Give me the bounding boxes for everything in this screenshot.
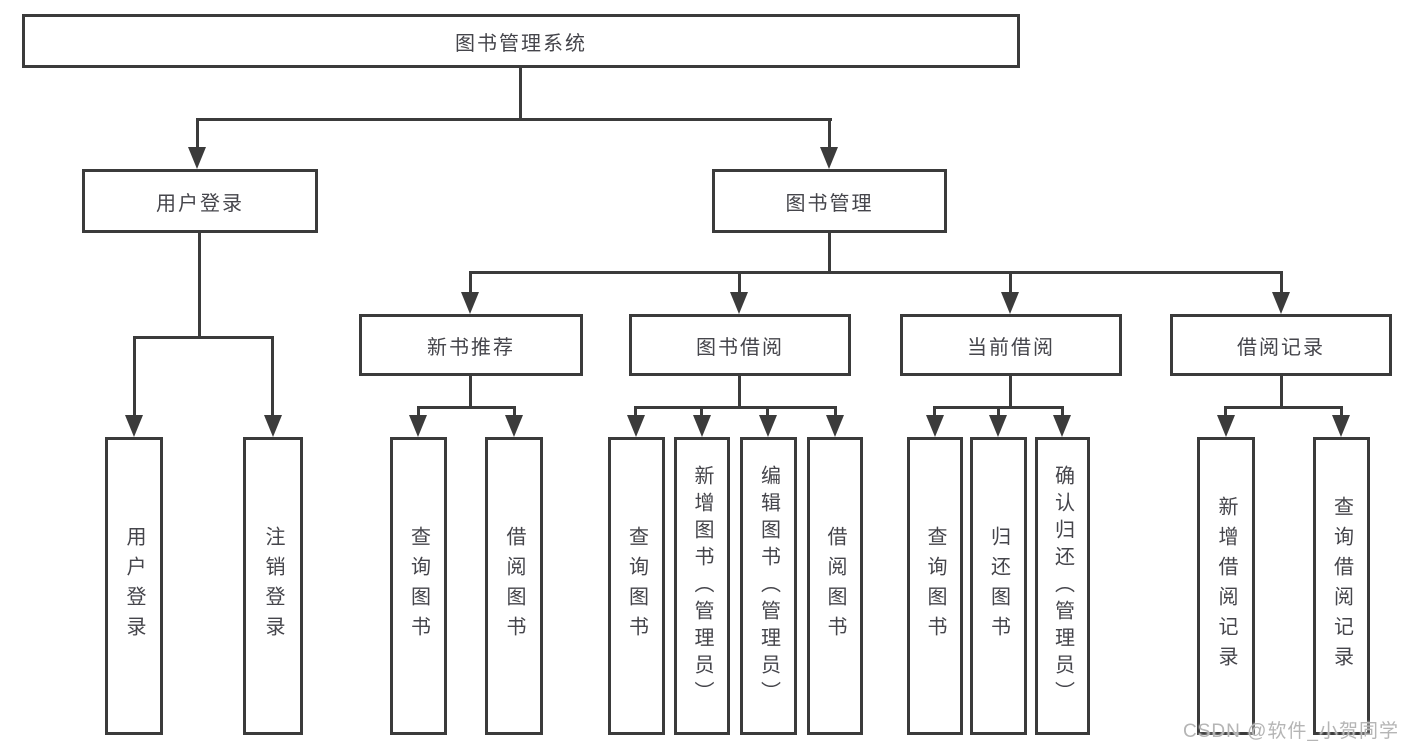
node-book-borrow: 图书借阅 <box>629 314 851 376</box>
connector-book-borrow-stem <box>738 376 741 406</box>
arrow-down-icon <box>826 415 844 437</box>
arrow-down-icon <box>730 292 748 314</box>
connector-drop-leaf-user-login <box>133 336 136 417</box>
leaf-query-book-borrow: 查询图书 <box>608 437 665 735</box>
connector-drop-book-management <box>828 118 831 149</box>
connector-new-book-crossbar <box>417 406 516 409</box>
connector-drop <box>634 406 637 420</box>
connector-drop-user-login <box>196 118 199 149</box>
leaf-label: 新增借阅记录 <box>1215 496 1237 676</box>
leaf-label: 借阅图书 <box>824 526 846 646</box>
arrow-down-icon <box>1217 415 1235 437</box>
arrow-down-icon <box>1272 292 1290 314</box>
connector-user-login-stem <box>198 233 201 336</box>
arrow-down-icon <box>505 415 523 437</box>
leaf-add-borrow-record: 新增借阅记录 <box>1197 437 1255 735</box>
leaf-label: 用户登录 <box>123 526 145 646</box>
connector-drop <box>1224 406 1227 420</box>
arrow-down-icon <box>759 415 777 437</box>
leaf-label: 确认归还（管理员） <box>1051 464 1074 708</box>
connector-drop-leaf-logout <box>271 336 274 417</box>
node-label: 新书推荐 <box>427 336 515 359</box>
node-label: 当前借阅 <box>967 336 1055 359</box>
connector-user-login-crossbar <box>133 336 274 339</box>
leaf-user-login: 用户登录 <box>105 437 163 735</box>
leaf-logout: 注销登录 <box>243 437 303 735</box>
arrow-down-icon <box>188 147 206 169</box>
leaf-return-book: 归还图书 <box>970 437 1027 735</box>
connector-drop <box>700 406 703 420</box>
connector-root-stem <box>519 68 522 119</box>
arrow-down-icon <box>1001 292 1019 314</box>
connector-drop-book-borrow <box>738 271 741 295</box>
leaf-label: 注销登录 <box>262 526 284 646</box>
connector-book-management-crossbar <box>469 271 1283 274</box>
leaf-query-borrow-record: 查询借阅记录 <box>1313 437 1370 735</box>
leaf-query-book-recommend: 查询图书 <box>390 437 447 735</box>
node-label: 图书管理 <box>785 192 874 215</box>
connector-drop <box>417 406 420 420</box>
leaf-label: 查询图书 <box>625 526 648 646</box>
connector-drop <box>933 406 936 420</box>
leaf-edit-book-admin: 编辑图书（管理员） <box>740 437 797 735</box>
connector-root-crossbar <box>196 118 832 121</box>
leaf-label: 借阅图书 <box>503 526 525 646</box>
node-label: 用户登录 <box>156 192 244 215</box>
connector-drop <box>1340 406 1343 420</box>
arrow-down-icon <box>264 415 282 437</box>
node-label: 图书借阅 <box>696 336 784 359</box>
node-label: 图书管理系统 <box>455 32 587 55</box>
connector-new-book-stem <box>469 376 472 406</box>
node-new-book-recommend: 新书推荐 <box>359 314 583 376</box>
leaf-borrow-book: 借阅图书 <box>807 437 863 735</box>
node-label: 借阅记录 <box>1237 336 1325 359</box>
arrow-down-icon <box>1053 415 1071 437</box>
leaf-borrow-book-recommend: 借阅图书 <box>485 437 543 735</box>
arrow-down-icon <box>627 415 645 437</box>
node-book-management: 图书管理 <box>712 169 947 233</box>
arrow-down-icon <box>125 415 143 437</box>
node-current-borrow: 当前借阅 <box>900 314 1122 376</box>
leaf-label: 新增图书（管理员） <box>691 464 713 708</box>
leaf-query-book-current: 查询图书 <box>907 437 963 735</box>
node-user-login: 用户登录 <box>82 169 318 233</box>
connector-book-management-stem <box>828 233 831 274</box>
leaf-label: 查询借阅记录 <box>1330 496 1353 676</box>
connector-drop-current-borrow <box>1009 271 1012 295</box>
connector-drop-new-book <box>469 271 472 295</box>
leaf-confirm-return-admin: 确认归还（管理员） <box>1035 437 1090 735</box>
connector-drop <box>766 406 769 420</box>
connector-drop <box>1061 406 1064 420</box>
arrow-down-icon <box>693 415 711 437</box>
leaf-add-book-admin: 新增图书（管理员） <box>674 437 730 735</box>
arrow-down-icon <box>409 415 427 437</box>
node-borrow-records: 借阅记录 <box>1170 314 1392 376</box>
arrow-down-icon <box>461 292 479 314</box>
connector-book-borrow-crossbar <box>634 406 837 409</box>
csdn-watermark: CSDN @软件_小贺同学 <box>1183 721 1399 742</box>
arrow-down-icon <box>926 415 944 437</box>
connector-drop <box>513 406 516 420</box>
connector-drop <box>834 406 837 420</box>
connector-drop <box>997 406 1000 420</box>
node-library-management-system: 图书管理系统 <box>22 14 1020 68</box>
leaf-label: 查询图书 <box>924 526 946 646</box>
connector-borrow-records-crossbar <box>1224 406 1343 409</box>
arrow-down-icon <box>989 415 1007 437</box>
arrow-down-icon <box>820 147 838 169</box>
connector-drop-borrow-records <box>1280 271 1283 295</box>
leaf-label: 查询图书 <box>407 526 430 646</box>
connector-current-borrow-stem <box>1009 376 1012 406</box>
connector-borrow-records-stem <box>1280 376 1283 406</box>
leaf-label: 编辑图书（管理员） <box>757 464 780 708</box>
leaf-label: 归还图书 <box>987 526 1010 646</box>
arrow-down-icon <box>1332 415 1350 437</box>
